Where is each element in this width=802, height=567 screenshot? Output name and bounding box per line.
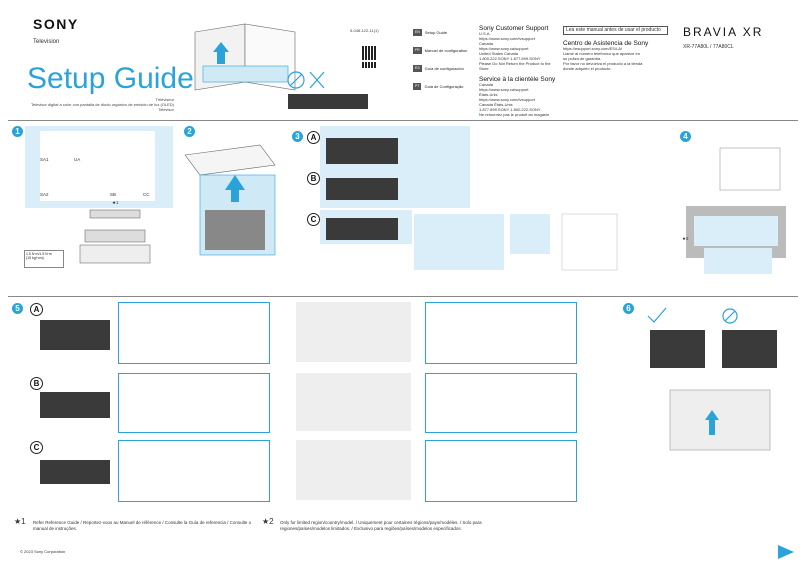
centro-asistencia: Lea este manual antes de usar el product… — [563, 26, 668, 71]
label-cc: CC — [143, 192, 150, 197]
page-title: Setup Guide — [27, 62, 194, 95]
step-2-unbox-illustration — [184, 144, 276, 256]
step-4-remove-illustration — [686, 147, 786, 274]
label-sb: SB — [110, 192, 117, 197]
model-number: XR-77A80L / 77A80CL — [683, 44, 734, 50]
step-5c-tv-stand — [296, 440, 411, 500]
product-type: Television — [33, 39, 60, 45]
step-5b-tv-stand — [296, 373, 411, 431]
tv-desc-fr: Téléviseur — [155, 97, 174, 102]
tv-5c — [40, 460, 110, 484]
step-5b-panel-left — [118, 373, 270, 433]
option-a-marker: A — [307, 131, 320, 144]
step-5a-panel-right — [425, 302, 577, 364]
star2-marker: ★2 — [682, 236, 689, 241]
label-ua: UA — [74, 157, 81, 162]
step-5-marker: 5 — [12, 303, 23, 314]
soundbar-illustration — [79, 209, 151, 264]
tv-back-3c — [326, 218, 398, 240]
stand-assembly-illustration — [414, 213, 618, 271]
sony-logo: SONY — [33, 16, 79, 32]
step-5a-panel-left — [118, 302, 270, 364]
tv-back-3a — [326, 138, 398, 164]
read-manual-box: Lea este manual antes de usar el product… — [563, 26, 668, 35]
tv-desc-es: Televisor digital a color con pantalla d… — [31, 102, 174, 107]
step-3-marker: 3 — [292, 131, 303, 142]
step-6-marker: 6 — [623, 303, 634, 314]
qr-code-icon — [362, 46, 376, 60]
label-sa2: SA2 — [40, 192, 49, 197]
step-5c-panel-right — [425, 440, 577, 502]
step-5-option-a: A — [30, 303, 43, 316]
star1-marker: ★1 — [112, 200, 119, 205]
step-5a-tv-stand — [296, 302, 411, 362]
step-2-marker: 2 — [184, 126, 195, 137]
document-code: 5-048-122-11(1) — [350, 28, 379, 33]
step-1-marker: 1 — [12, 126, 23, 137]
no-touch-warning — [287, 71, 368, 109]
copyright: © 2023 Sony Corporation — [20, 549, 66, 554]
barcode-icon — [362, 62, 376, 68]
tv-5b — [40, 392, 110, 418]
bravia-logo: BRAVIA XR — [683, 25, 764, 39]
step-5c-panel-left — [118, 440, 270, 502]
step-5-option-b: B — [30, 377, 43, 390]
option-c-marker: C — [307, 213, 320, 226]
tv-back-3b — [326, 178, 398, 200]
note-2-text: Only for limited region/country/model. /… — [280, 520, 482, 531]
label-sa1: SA1 — [40, 157, 49, 162]
note-1-text: Refer Reference Guide / Reportez-vous au… — [33, 520, 252, 531]
option-b-marker: B — [307, 172, 320, 185]
note-1-mark: ★1 — [14, 517, 26, 526]
step-6-lift-illustration — [647, 307, 777, 451]
tv-5a — [40, 320, 110, 350]
accessories-box — [40, 131, 155, 201]
tv-desc-pt: Televisor — [158, 107, 174, 112]
customer-support: Sony Customer Support U.S.A. https://www… — [479, 25, 556, 117]
step-4-marker: 4 — [680, 131, 691, 142]
torque-spec: 1.5 N·m/1.5 N·m {15 kgf·cm} — [24, 250, 64, 268]
step-5b-panel-right — [425, 373, 577, 433]
tv-box-illustration — [194, 23, 296, 91]
note-2-mark: ★2 — [262, 517, 274, 526]
next-page-icon — [778, 545, 794, 559]
tv-description: Téléviseur Televisor digital a color con… — [14, 97, 174, 112]
step-5-option-c: C — [30, 441, 43, 454]
